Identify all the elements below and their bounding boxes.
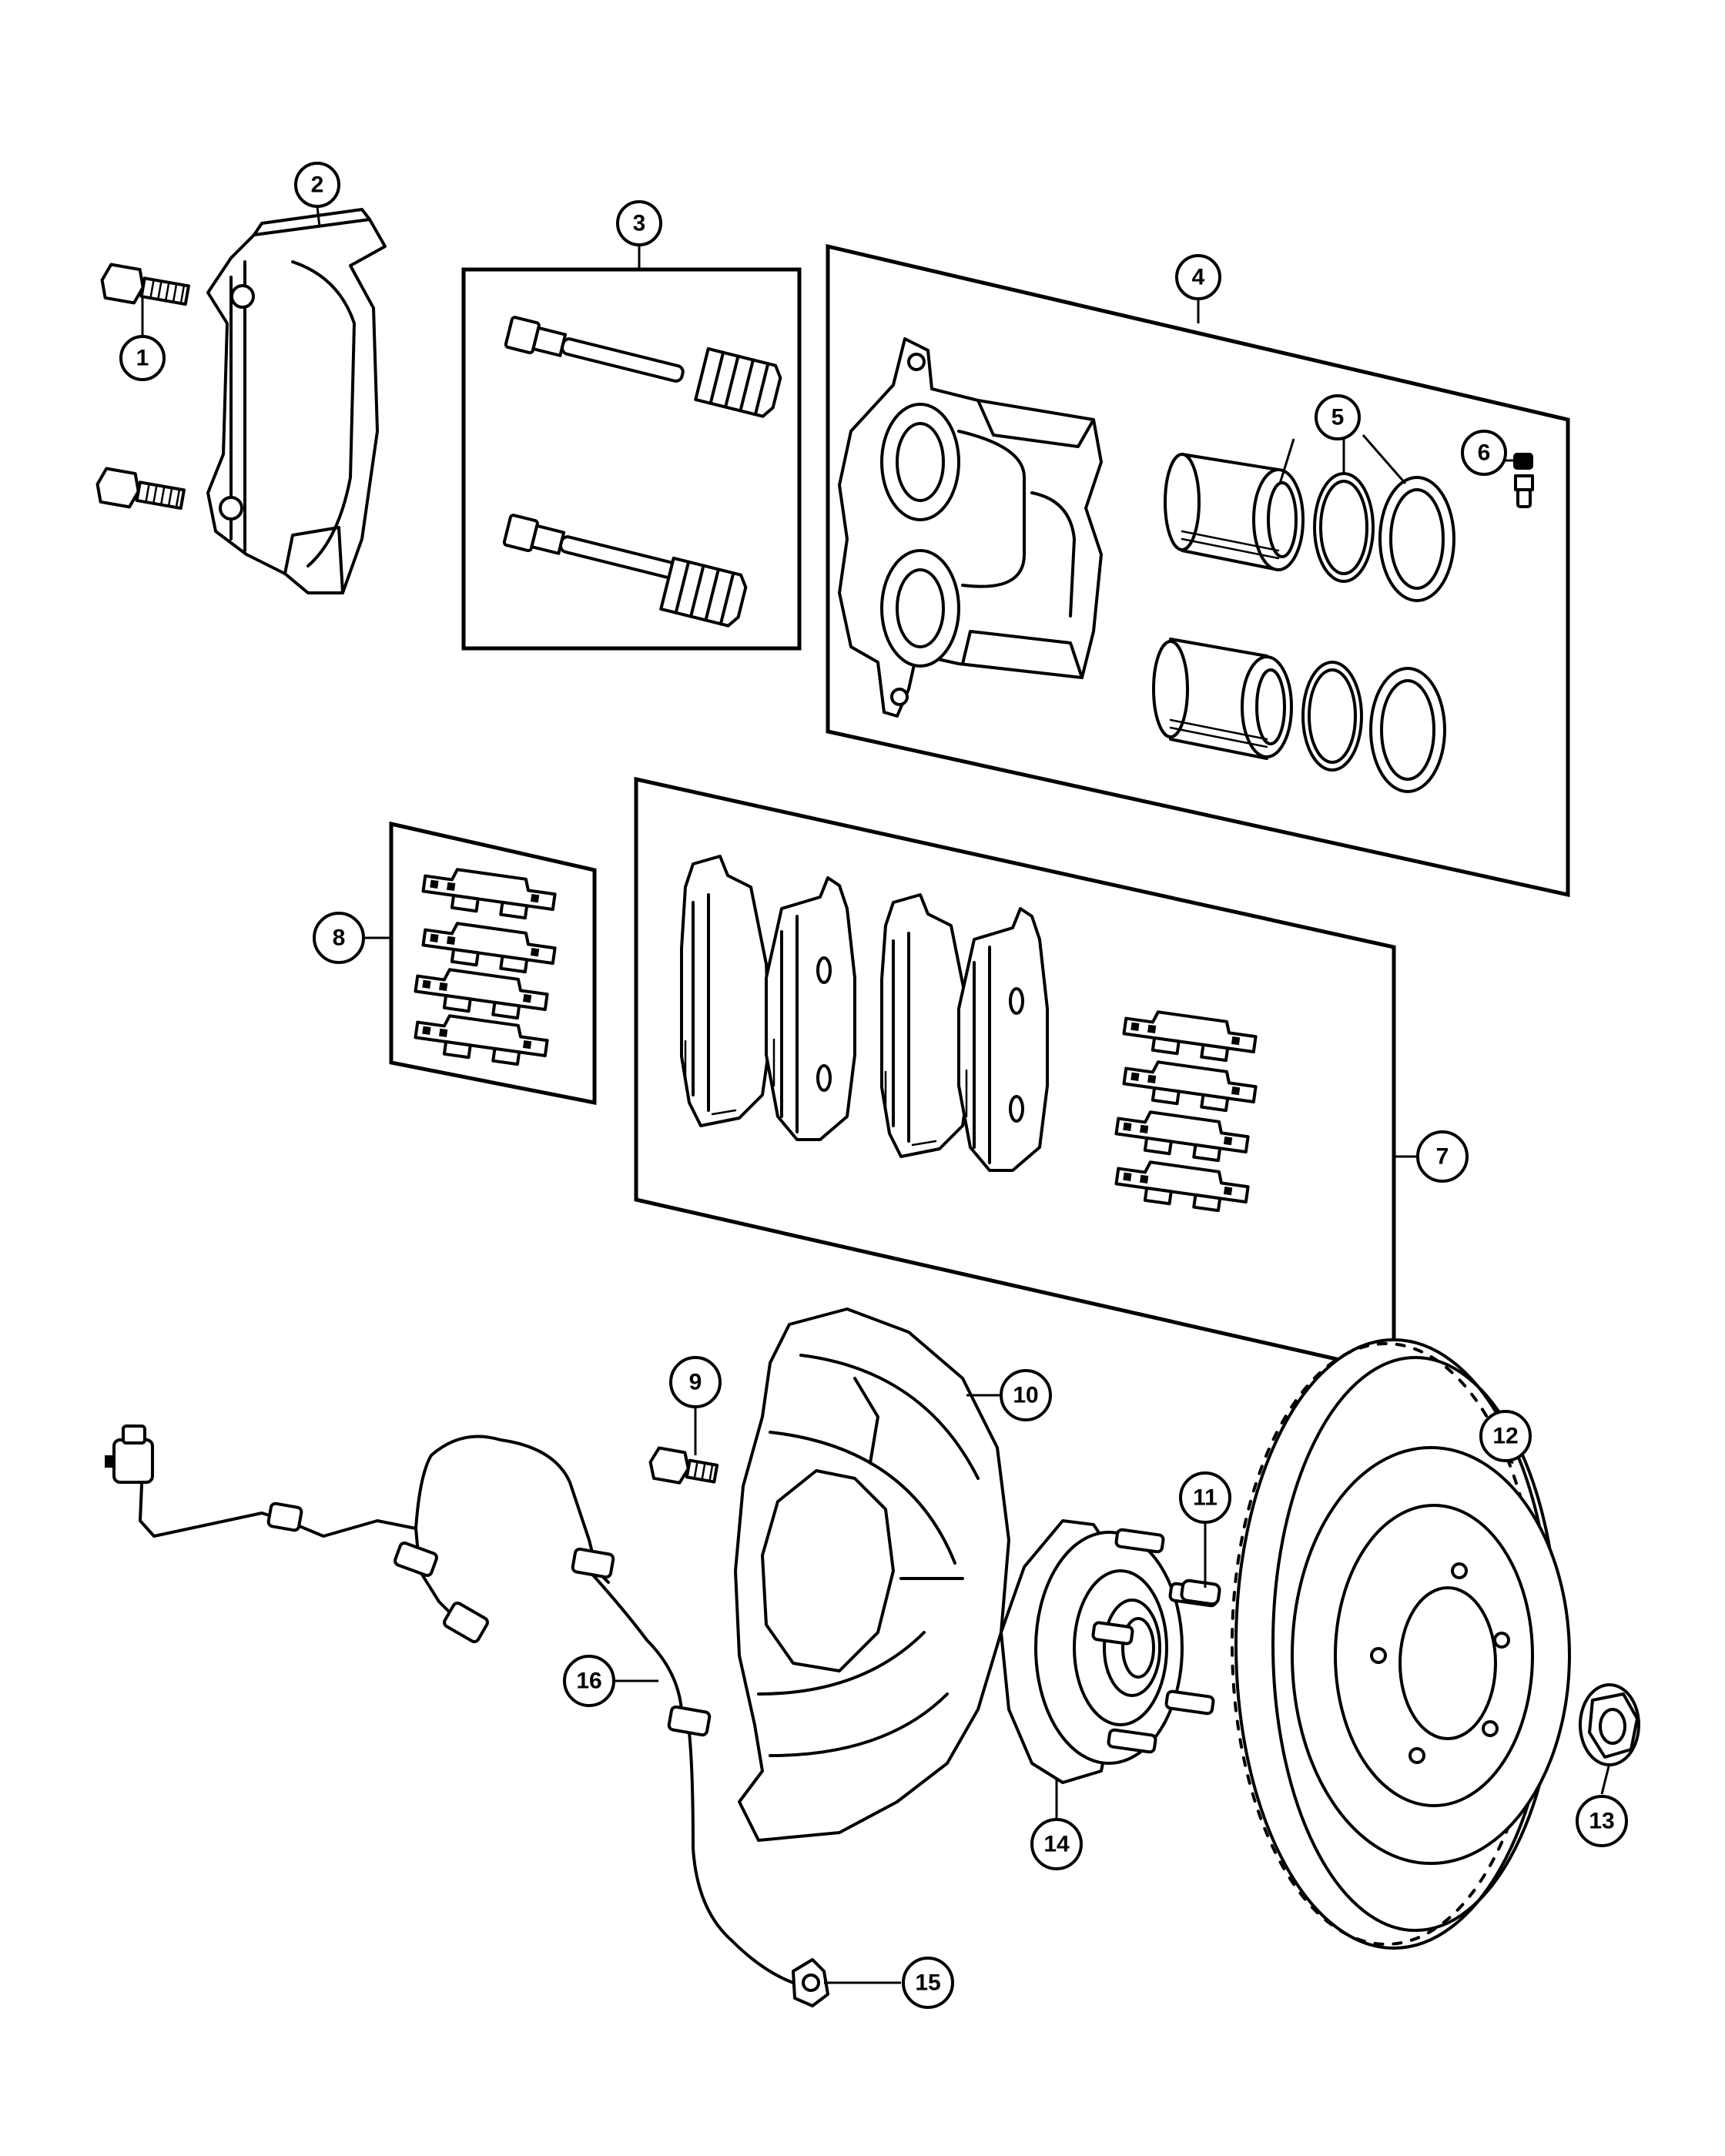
callout-5: 5 <box>1315 394 1361 440</box>
part-14-hub-bearing <box>1000 1519 1219 1784</box>
part-11-wheel-stud <box>1180 1578 1221 1606</box>
part-8-pad-clips <box>414 868 557 1066</box>
callout-3-label: 3 <box>633 211 646 236</box>
part-15-wheel-speed-sensor <box>792 1958 829 2007</box>
part-5-pistons-and-seals <box>1152 453 1455 793</box>
part-4-caliper-housing <box>838 337 1103 718</box>
callout-15-label: 15 <box>915 1970 940 1996</box>
callout-16: 16 <box>563 1655 615 1707</box>
callout-6: 6 <box>1461 430 1507 476</box>
callout-12-label: 12 <box>1492 1424 1518 1449</box>
part-7-brake-pads <box>680 855 1258 1213</box>
callout-6-label: 6 <box>1478 440 1491 466</box>
part-13-hub-nut <box>1579 1683 1640 1766</box>
callout-8-label: 8 <box>333 926 346 951</box>
callout-10: 10 <box>1000 1369 1052 1421</box>
callout-1: 1 <box>119 335 166 381</box>
part-6-bleeder-screw <box>1513 453 1534 508</box>
callout-9: 9 <box>669 1356 722 1408</box>
callout-12: 12 <box>1479 1410 1532 1462</box>
callout-3: 3 <box>616 200 662 246</box>
part-12-brake-rotor <box>1231 1338 1571 1950</box>
callout-7: 7 <box>1416 1130 1469 1183</box>
callout-14-label: 14 <box>1043 1832 1070 1857</box>
part-16-sensor-harness <box>105 1424 795 1984</box>
part-1-caliper-bolts <box>95 263 190 511</box>
leader-lines <box>141 206 1611 1984</box>
callout-4: 4 <box>1175 254 1221 300</box>
callout-2-label: 2 <box>311 172 324 198</box>
callout-15: 15 <box>902 1957 954 2009</box>
callout-11: 11 <box>1179 1471 1231 1524</box>
part-10-splash-shield <box>734 1307 1010 1842</box>
callout-2: 2 <box>294 162 340 208</box>
callout-11-label: 11 <box>1193 1485 1218 1511</box>
callout-1-label: 1 <box>136 346 149 371</box>
callout-8: 8 <box>313 912 365 964</box>
callout-9-label: 9 <box>689 1370 702 1395</box>
callout-16-label: 16 <box>576 1669 601 1694</box>
callout-5-label: 5 <box>1331 405 1345 430</box>
callout-13-label: 13 <box>1589 1809 1614 1834</box>
part-3-guide-pin-kit <box>502 316 782 628</box>
callout-14: 14 <box>1030 1818 1083 1870</box>
part-9-shield-bolt <box>648 1446 719 1485</box>
part-2-caliper-adapter <box>206 208 387 594</box>
callout-13: 13 <box>1576 1795 1628 1847</box>
callout-4-label: 4 <box>1192 265 1205 290</box>
callout-10-label: 10 <box>1013 1383 1038 1408</box>
callout-7-label: 7 <box>1436 1144 1449 1170</box>
